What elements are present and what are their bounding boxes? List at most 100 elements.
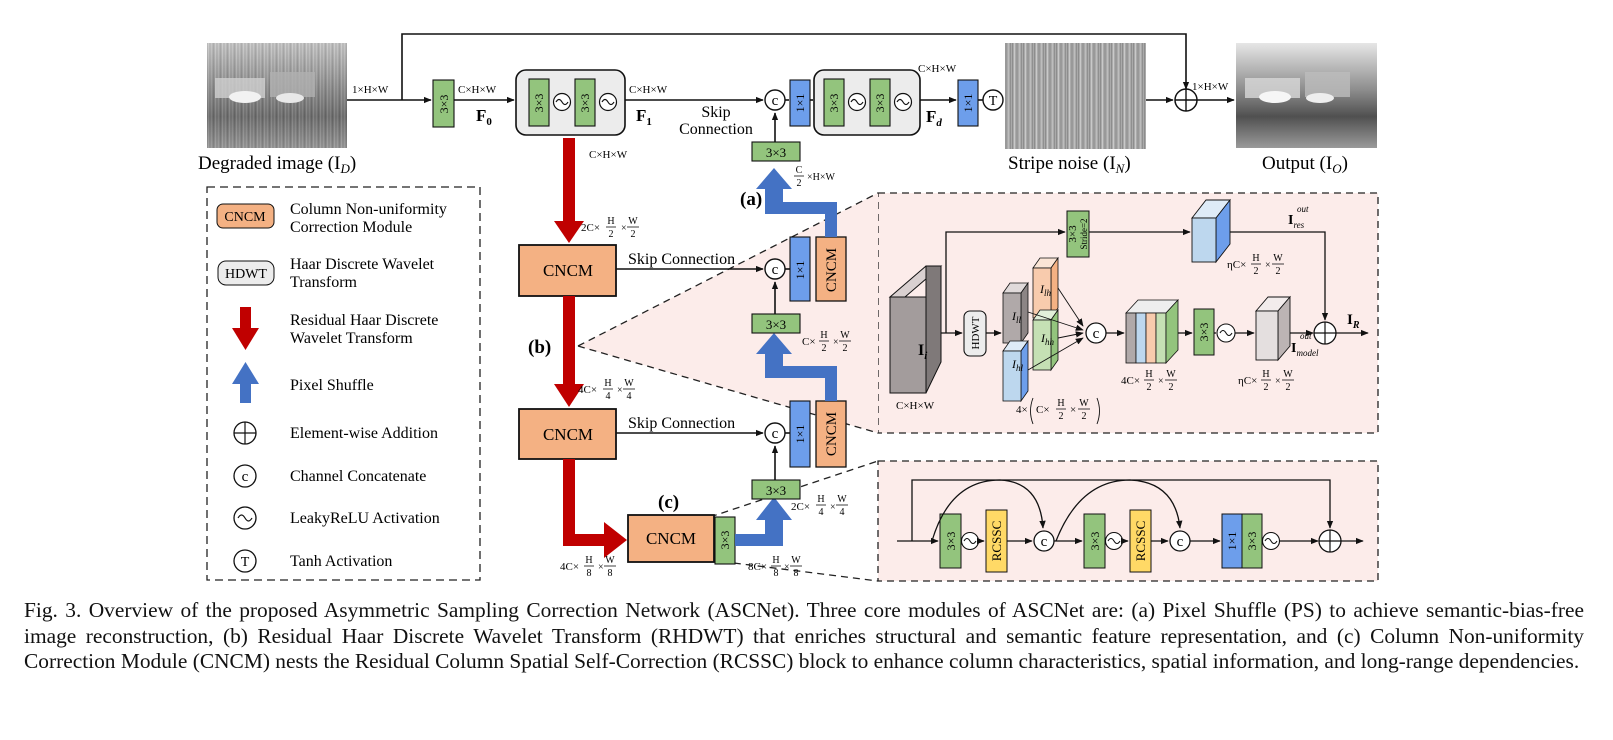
svg-text:4: 4: [606, 391, 611, 402]
dim-down-4: 4C×: [578, 384, 597, 396]
svg-text:c: c: [772, 426, 779, 442]
tanh-node: T: [982, 89, 1004, 111]
svg-text:Transform: Transform: [290, 274, 358, 291]
feature-f1: F1: [636, 106, 652, 128]
pixel-shuffle-arrow-1: [756, 168, 837, 237]
svg-text:Correction Module: Correction Module: [290, 219, 412, 236]
skip-connection-1: Skip Connection: [628, 251, 735, 268]
svg-text:2: 2: [1286, 382, 1291, 393]
shallow-feature-block: 3×3 3×3: [515, 69, 626, 136]
svg-text:c: c: [1093, 326, 1100, 342]
rcssc-block-2: RCSSC: [1129, 509, 1152, 573]
output-label: Output (I: [1262, 153, 1332, 174]
residual-output-cube: [1191, 198, 1231, 264]
svg-text:Haar Discrete Wavelet: Haar Discrete Wavelet: [290, 256, 435, 273]
svg-text:H: H: [1057, 398, 1064, 409]
svg-text:4: 4: [627, 391, 632, 402]
svg-text:C×: C×: [1036, 404, 1050, 416]
skip-connection-2: Skip Connection: [628, 415, 735, 432]
svg-text:×H×W: ×H×W: [807, 172, 836, 183]
svg-text:3×3: 3×3: [873, 94, 887, 113]
hdwt-block: HDWT: [963, 310, 987, 357]
legend-item-addition: Element-wise Addition: [233, 421, 438, 445]
cncm-conv3x3: 3×3: [1241, 513, 1263, 569]
svg-text:H: H: [607, 216, 614, 227]
leakyrelu-panel: [1216, 323, 1236, 343]
cncm-addition: [1318, 529, 1342, 553]
svg-text:c: c: [772, 262, 779, 278]
conv3x3-up-3: 3×3: [751, 479, 801, 500]
svg-text:Tanh Activation: Tanh Activation: [290, 553, 392, 570]
svg-text:3×3: 3×3: [1067, 225, 1079, 243]
svg-text:2: 2: [843, 343, 848, 354]
concat-panel: c: [1085, 322, 1107, 344]
subband-hl: [1002, 339, 1029, 403]
dim-fd: C×H×W: [918, 63, 957, 75]
legend-item-hdwt: HDWT Haar Discrete Wavelet Transform: [217, 256, 435, 291]
concat-top: c: [764, 89, 786, 111]
output-image: [1236, 43, 1377, 148]
svg-text:c: c: [242, 469, 249, 485]
svg-text:2: 2: [609, 229, 614, 240]
svg-text:Residual Haar Discrete: Residual Haar Discrete: [290, 312, 438, 329]
feature-ii: Ii: [918, 342, 928, 362]
feature-ihh: Ihh: [1040, 331, 1055, 347]
svg-text:RCSSC: RCSSC: [989, 521, 1004, 561]
svg-text:H: H: [604, 378, 611, 389]
legend-item-tanh: T Tanh Activation: [233, 549, 392, 573]
svg-text:CNCM: CNCM: [224, 210, 266, 225]
dim-up-2: C×: [802, 336, 816, 348]
legend-item-concat: c Channel Concatenate: [233, 464, 426, 488]
dim-panel-cat: 4C×: [1121, 375, 1140, 387]
svg-text:Pixel Shuffle: Pixel Shuffle: [290, 377, 374, 394]
svg-text:RCSSC: RCSSC: [1133, 521, 1148, 561]
svg-text:×: ×: [598, 562, 604, 573]
svg-text:3×3: 3×3: [766, 317, 786, 332]
svg-text:3×3: 3×3: [718, 531, 732, 550]
svg-text:W: W: [1283, 369, 1293, 380]
addition-panel: [1313, 321, 1337, 345]
svg-text:2: 2: [1169, 382, 1174, 393]
feature-fd: Fd: [926, 107, 942, 129]
svg-text:Output (IO): Output (IO): [1262, 153, 1348, 176]
dim-up-1: C 2 ×H×W: [794, 165, 836, 189]
svg-text:CNCM: CNCM: [824, 412, 840, 456]
rcssc-conv-1: 3×3: [939, 513, 962, 569]
conv3x3-panel: 3×3: [1193, 308, 1215, 356]
svg-text:H: H: [1262, 369, 1269, 380]
four-times-dim: 4× C× H2 × W2: [1016, 397, 1100, 425]
svg-text:CNCM: CNCM: [543, 261, 593, 280]
svg-text:2: 2: [1254, 266, 1259, 277]
svg-text:HDWT: HDWT: [970, 316, 982, 349]
svg-text:CNCM: CNCM: [824, 248, 840, 292]
cncm-conv1x1: 1×1: [1221, 513, 1243, 569]
svg-text:8: 8: [587, 568, 592, 579]
feature-ill: Ill: [1011, 309, 1022, 325]
svg-text:1×1: 1×1: [793, 261, 807, 280]
dim-down-2: 2C×: [581, 222, 600, 234]
svg-text:×: ×: [617, 385, 623, 396]
svg-text:c: c: [1177, 534, 1184, 550]
svg-text:Wavelet Transform: Wavelet Transform: [290, 330, 413, 347]
conv3x3-bottleneck: 3×3: [714, 516, 736, 565]
svg-text:×: ×: [784, 562, 790, 573]
concatenated-stack: [1125, 298, 1179, 365]
svg-text:H: H: [585, 555, 592, 566]
svg-text:CNCM: CNCM: [646, 529, 696, 548]
subband-lh: [1032, 256, 1059, 320]
pixel-shuffle-arrow-3: [735, 497, 792, 546]
svg-text:LeakyReLU Activation: LeakyReLU Activation: [290, 510, 440, 527]
svg-text:H: H: [1145, 369, 1152, 380]
svg-text:C: C: [796, 165, 803, 176]
rhdwt-arrow-2: [554, 296, 584, 407]
cncm-relu: [1261, 531, 1281, 551]
svg-text:2: 2: [1082, 411, 1087, 422]
noise-sub: N: [1115, 161, 1126, 176]
svg-text:2: 2: [1276, 266, 1281, 277]
svg-text:2: 2: [1147, 382, 1152, 393]
svg-text:8: 8: [774, 568, 779, 579]
svg-text:8: 8: [608, 568, 613, 579]
skip-arc-2: [1055, 479, 1183, 542]
svg-text:c: c: [772, 93, 779, 109]
svg-text:W: W: [1273, 253, 1283, 264]
